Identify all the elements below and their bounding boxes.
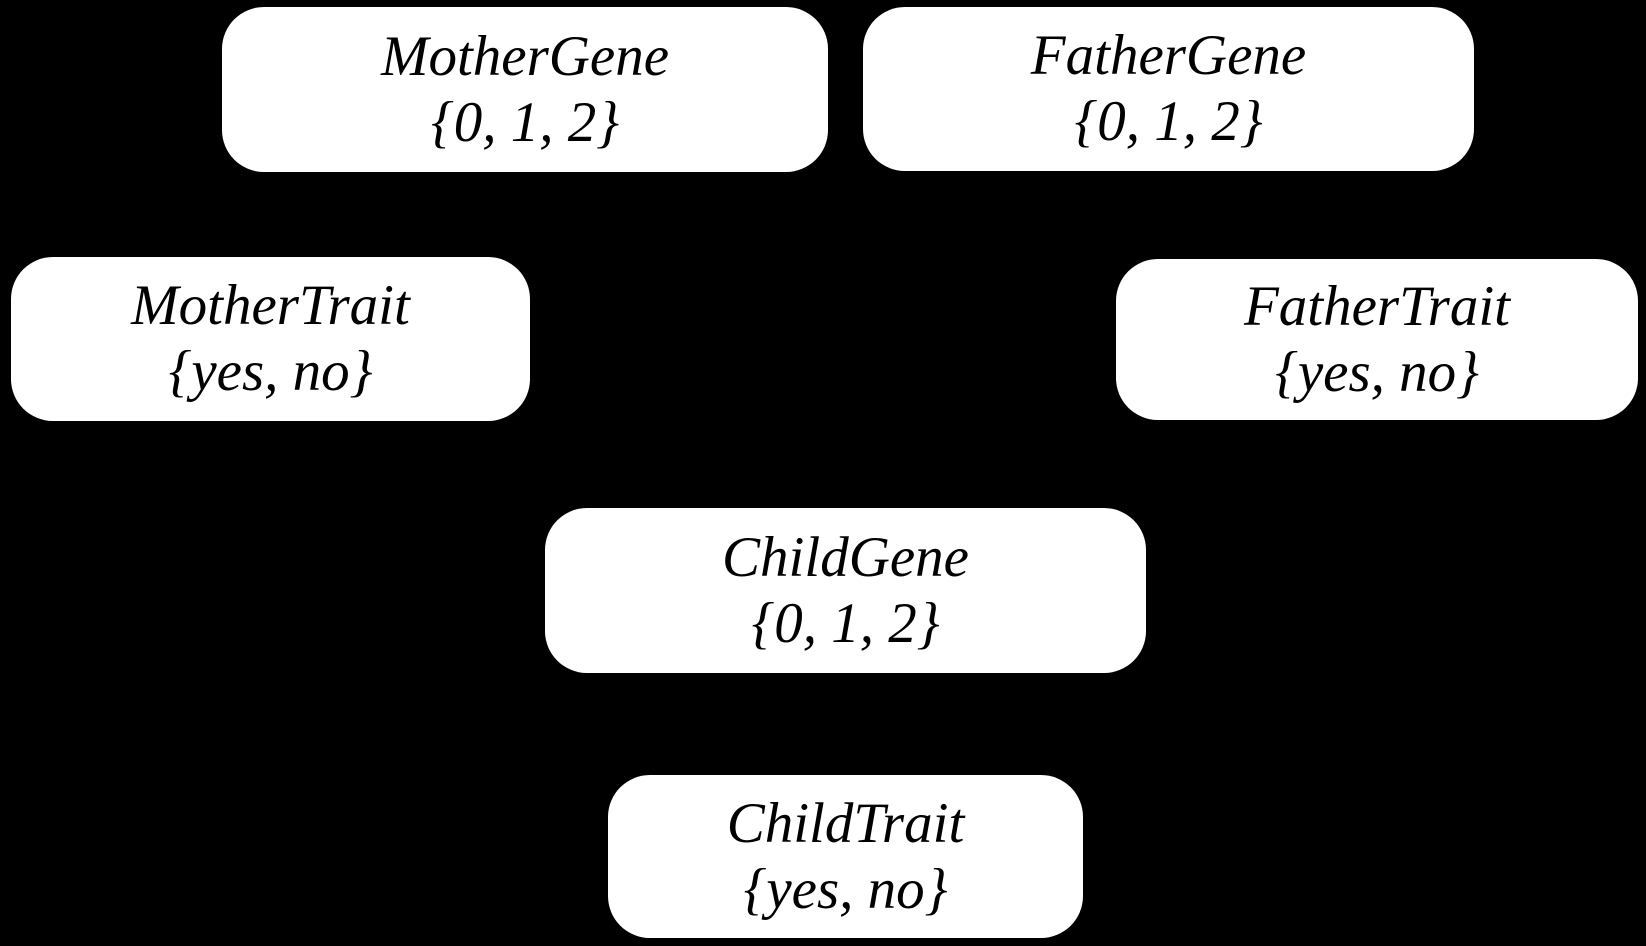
- node-mother-trait: MotherTrait {yes, no}: [11, 257, 530, 421]
- node-mother-trait-values: {yes, no}: [168, 340, 373, 403]
- node-child-trait-label: ChildTrait: [726, 791, 965, 855]
- node-mother-gene-label: MotherGene: [380, 24, 670, 88]
- node-father-trait: FatherTrait {yes, no}: [1116, 259, 1638, 420]
- node-father-gene-values: {0, 1, 2}: [1074, 90, 1263, 153]
- node-mother-trait-label: MotherTrait: [131, 274, 410, 337]
- node-child-trait: ChildTrait {yes, no}: [608, 775, 1083, 938]
- node-mother-gene-values: {0, 1, 2}: [430, 90, 620, 154]
- node-child-trait-values: {yes, no}: [743, 857, 948, 921]
- node-child-gene: ChildGene {0, 1, 2}: [545, 508, 1146, 673]
- node-child-gene-values: {0, 1, 2}: [751, 591, 940, 655]
- node-father-gene: FatherGene {0, 1, 2}: [863, 7, 1474, 171]
- node-father-trait-values: {yes, no}: [1275, 340, 1479, 404]
- node-father-trait-label: FatherTrait: [1243, 274, 1511, 338]
- node-mother-gene: MotherGene {0, 1, 2}: [222, 7, 828, 172]
- node-father-gene-label: FatherGene: [1030, 24, 1307, 87]
- node-child-gene-label: ChildGene: [722, 525, 969, 589]
